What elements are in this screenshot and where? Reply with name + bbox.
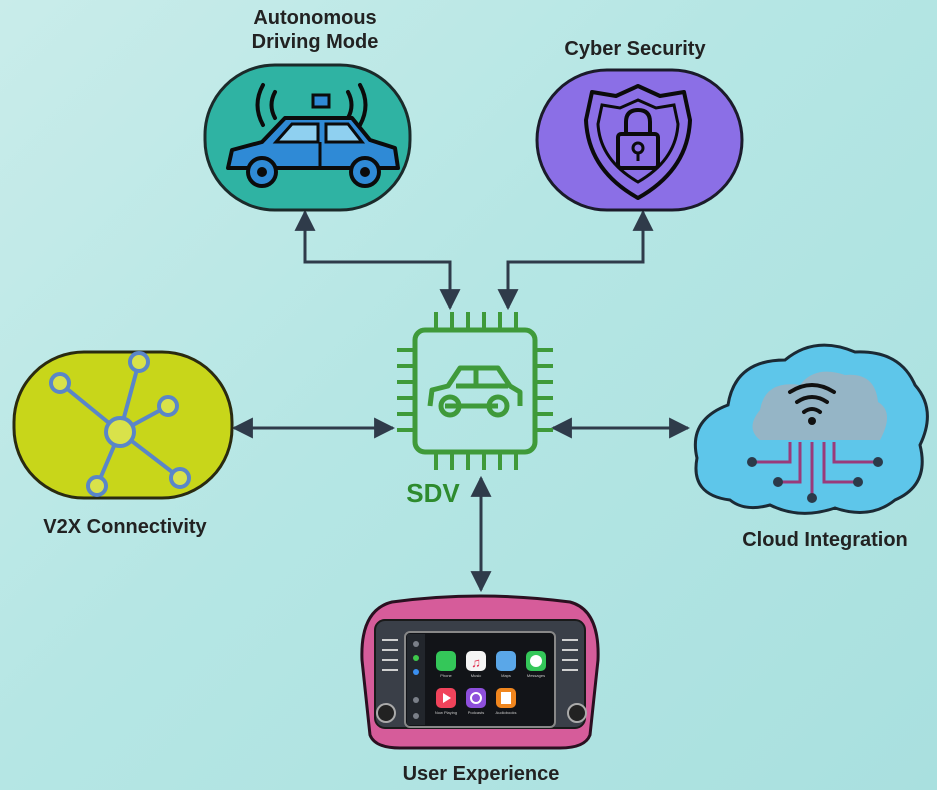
- connectors: [231, 209, 691, 593]
- app-label: Maps: [501, 673, 511, 678]
- autonomous-label-line2: Driving Mode: [251, 31, 379, 53]
- app-label: Now Playing: [435, 710, 457, 715]
- network-hub-icon: [49, 351, 191, 497]
- v2x-connectivity-node: [12, 350, 234, 500]
- cloud-integration-node: [693, 343, 929, 515]
- vent-right-icon: [562, 639, 578, 671]
- car-outline-icon: [427, 365, 523, 418]
- arrow-autonomous-sdv: [294, 209, 461, 311]
- cyber-security-node: [535, 68, 744, 212]
- autonomous-label-line1: Autonomous: [253, 7, 377, 29]
- carplay-app-labels: Phone Music Maps Messages Now Playing Po…: [435, 673, 545, 715]
- app-label: Messages: [527, 673, 545, 678]
- car-sensor-icon: [255, 83, 368, 127]
- chip-pins-left: [397, 348, 415, 432]
- knob-left-icon: [376, 703, 396, 723]
- cyber-security-label: Cyber Security: [564, 38, 706, 60]
- podcasts-app-icon: [466, 688, 486, 708]
- carplay-app-icons: ♫: [436, 651, 546, 708]
- sdv-label: SDV: [406, 478, 460, 508]
- shield-lock-icon: [584, 84, 692, 200]
- app-label: Audiobooks: [496, 710, 517, 715]
- vent-left-icon: [382, 639, 398, 671]
- cloud-wifi-icon: [752, 371, 888, 440]
- v2x-connectivity-label: V2X Connectivity: [43, 516, 207, 538]
- autonomous-driving-node: [203, 63, 412, 212]
- circuit-nodes: [747, 457, 883, 503]
- app-label: Podcasts: [468, 710, 484, 715]
- maps-app-icon: [496, 651, 516, 671]
- app-label: Phone: [440, 673, 452, 678]
- autonomous-driving-label: Autonomous Driving Mode: [210, 6, 420, 54]
- autonomous-car-icon: [226, 93, 400, 188]
- chip-pins-right: [535, 348, 553, 432]
- circuit-traces-icon: [752, 442, 878, 498]
- phone-app-icon: [436, 651, 456, 671]
- user-experience-label: User Experience: [402, 763, 560, 785]
- chip-pins-top: [434, 312, 518, 330]
- carplay-sidebar-dots: [413, 641, 419, 719]
- music-app-icon: [466, 651, 486, 671]
- svg-text:♫: ♫: [471, 655, 481, 670]
- arrow-cyber-sdv: [497, 209, 654, 311]
- user-experience-node: ♫ Phone Music Maps Messages Now Playing …: [360, 594, 600, 750]
- sdv-chip-node: [397, 312, 553, 470]
- app-label: Music: [471, 673, 481, 678]
- cloud-integration-label: Cloud Integration: [742, 529, 908, 551]
- knob-right-icon: [567, 703, 587, 723]
- chip-pins-bottom: [434, 452, 518, 470]
